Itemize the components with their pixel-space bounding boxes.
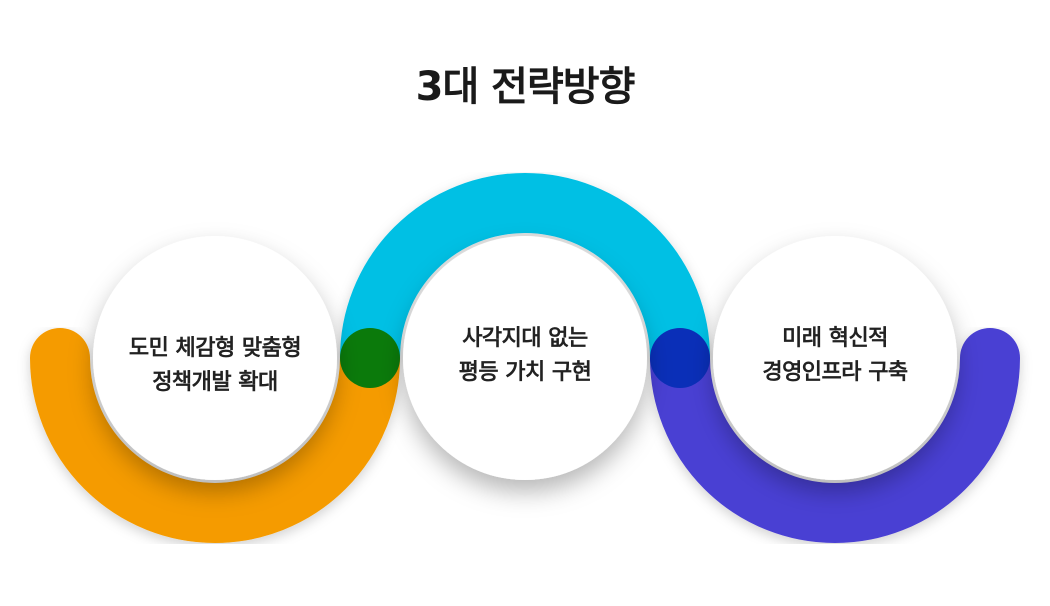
strategy-circle-1 [93, 236, 337, 480]
strategy-3-line1: 미래 혁신적 [782, 326, 888, 351]
strategy-circle-3 [713, 236, 957, 480]
strategy-1-line1: 도민 체감형 맞춤형 [128, 336, 302, 361]
strategy-2-line2: 평등 가치 구현 [458, 360, 592, 385]
left-joint [340, 328, 400, 388]
page-title: 3대 전략방향 [415, 64, 636, 110]
left-arc [30, 328, 400, 543]
strategy-2-line1: 사각지대 없는 [462, 326, 588, 351]
right-arc [650, 328, 1020, 543]
strategy-label-1: 도민 체감형 맞춤형 정책개발 확대 [95, 332, 335, 400]
strategy-3-line2: 경영인프라 구축 [762, 360, 908, 385]
middle-arc [340, 173, 710, 359]
strategy-1-line2: 정책개발 확대 [152, 370, 278, 395]
strategy-label-3: 미래 혁신적 경영인프라 구축 [715, 322, 955, 390]
strategy-label-2: 사각지대 없는 평등 가치 구현 [405, 322, 645, 390]
right-joint [650, 328, 710, 388]
strategy-circle-2 [403, 236, 647, 480]
